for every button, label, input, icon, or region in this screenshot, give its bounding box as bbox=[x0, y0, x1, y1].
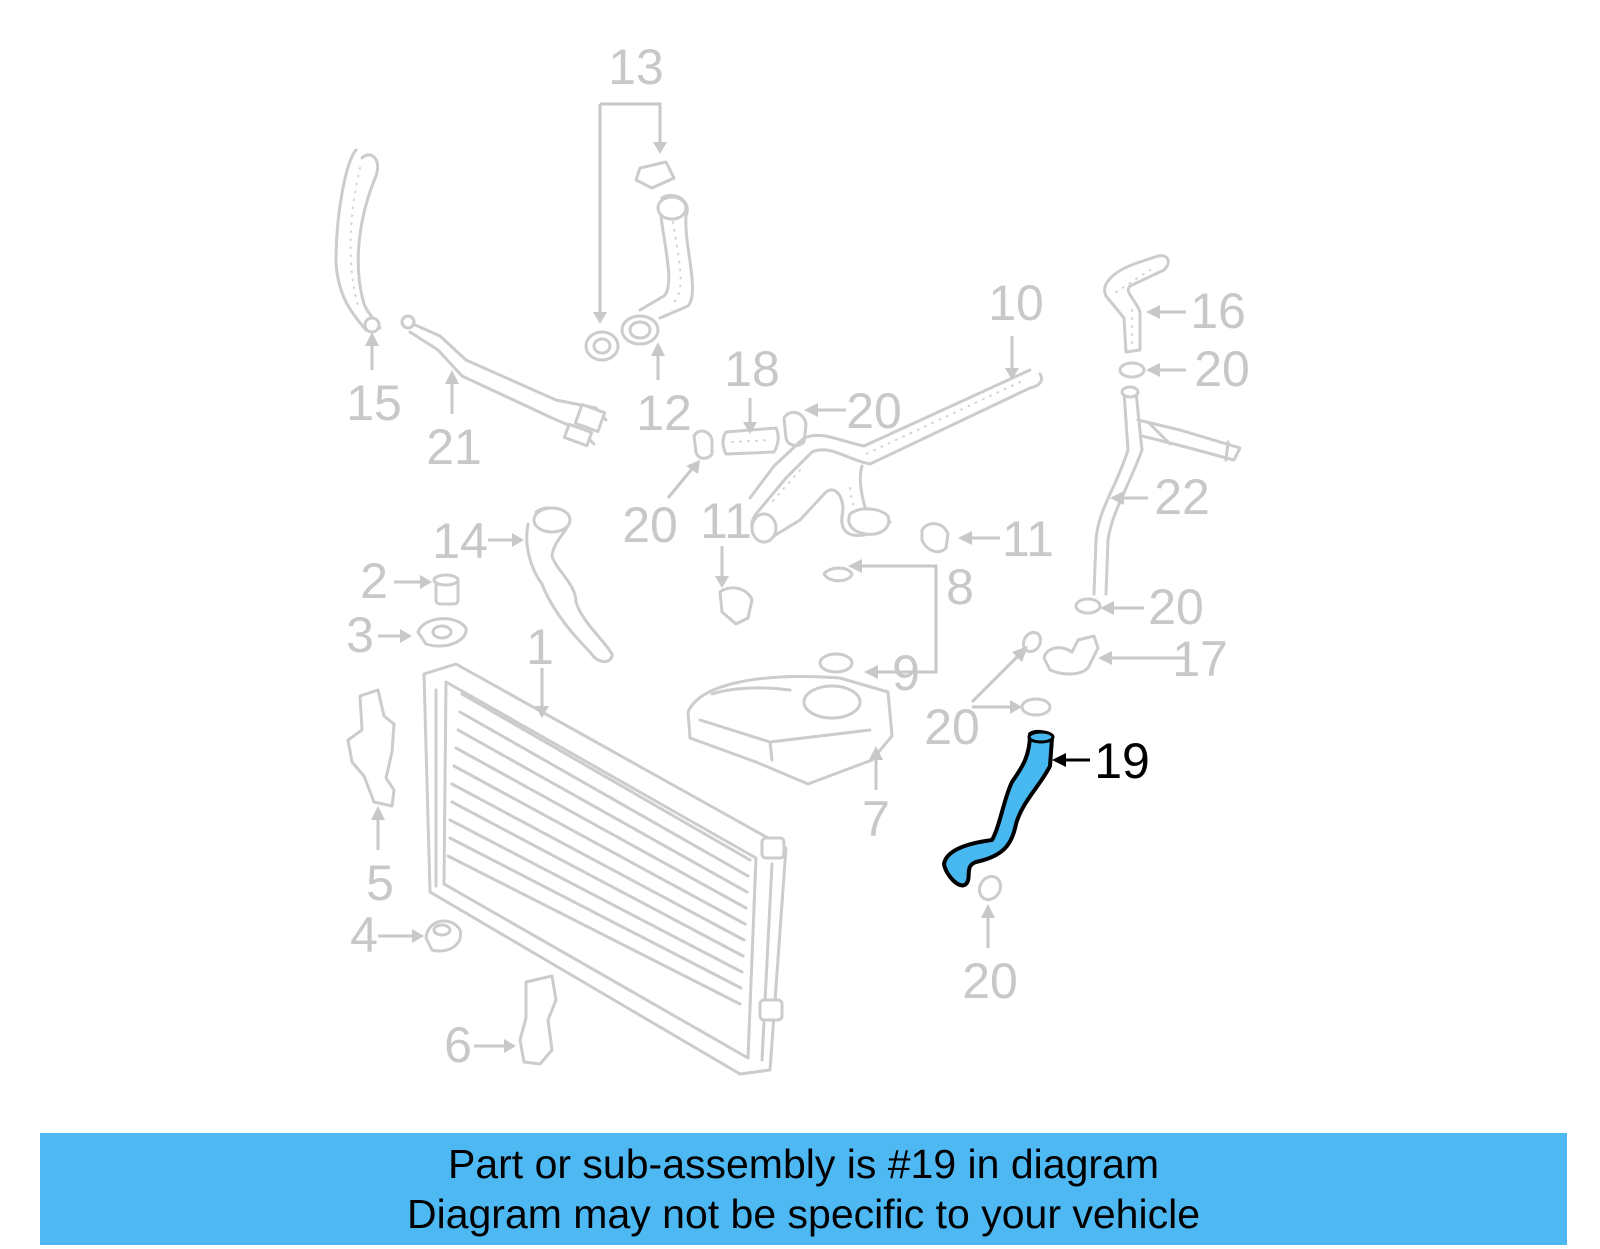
callout-1: 1 bbox=[526, 619, 554, 675]
callout-10: 10 bbox=[988, 275, 1044, 331]
part-15-hose bbox=[334, 148, 382, 334]
part-18-hose bbox=[721, 426, 780, 456]
part-21-pipe bbox=[400, 314, 608, 448]
part-10-hose bbox=[748, 368, 1044, 544]
part-19-hose-highlighted[interactable] bbox=[942, 729, 1054, 888]
banner-line-disclaimer: Diagram may not be specific to your vehi… bbox=[406, 1191, 1200, 1237]
callout-21: 21 bbox=[426, 419, 482, 475]
leader-lines bbox=[365, 102, 1186, 1053]
callout-13: 13 bbox=[608, 39, 664, 95]
part-6-bracket bbox=[518, 974, 558, 1066]
callout-12: 12 bbox=[636, 385, 692, 441]
callout-17: 17 bbox=[1172, 631, 1228, 687]
callout-18: 18 bbox=[724, 341, 780, 397]
part-1-radiator bbox=[422, 662, 788, 1076]
part-20-clamp bbox=[692, 429, 714, 460]
callout-20-c: 20 bbox=[1194, 341, 1250, 397]
callout-9: 9 bbox=[892, 645, 920, 701]
parts-diagram: 1 2 3 4 5 6 7 8 9 10 11 11 12 13 14 15 1… bbox=[334, 39, 1250, 1076]
part-20-clamp bbox=[1118, 361, 1146, 379]
part-5-bracket bbox=[346, 688, 396, 808]
part-20-clamp bbox=[977, 874, 1003, 902]
part-16-hose bbox=[1103, 254, 1170, 354]
callout-15: 15 bbox=[346, 375, 402, 431]
callout-labels: 1 2 3 4 5 6 7 8 9 10 11 11 12 13 14 15 1… bbox=[346, 39, 1250, 1073]
callout-14: 14 bbox=[432, 513, 488, 569]
callout-5: 5 bbox=[366, 855, 394, 911]
callout-16: 16 bbox=[1190, 283, 1246, 339]
part-2-cap bbox=[432, 573, 460, 606]
part-7-reservoir bbox=[686, 675, 894, 786]
part-20-clamp bbox=[1074, 597, 1102, 615]
callout-22: 22 bbox=[1154, 469, 1210, 525]
part-9-cap bbox=[818, 652, 854, 674]
callout-20-b: 20 bbox=[622, 497, 678, 553]
part-8-seal bbox=[822, 566, 854, 583]
part-20-clamp bbox=[1020, 697, 1052, 717]
part-11-clamp bbox=[920, 522, 950, 554]
callout-6: 6 bbox=[444, 1017, 472, 1073]
callout-2: 2 bbox=[360, 553, 388, 609]
callout-19: 19 bbox=[1094, 733, 1150, 789]
part-4-mount bbox=[424, 919, 463, 953]
callout-20-a: 20 bbox=[846, 383, 902, 439]
callout-3: 3 bbox=[346, 607, 374, 663]
part-17-fitting bbox=[1042, 634, 1100, 676]
part-19-end bbox=[1027, 730, 1055, 744]
callout-20-d: 20 bbox=[1148, 579, 1204, 635]
part-11-clamp bbox=[718, 586, 754, 626]
banner-line-part: Part or sub-assembly is #19 in diagram bbox=[448, 1141, 1159, 1187]
part-3-cap bbox=[416, 617, 468, 648]
part-14-hose bbox=[525, 506, 614, 663]
callout-20-e: 20 bbox=[924, 699, 980, 755]
callout-11-right: 11 bbox=[1002, 511, 1054, 567]
part-20-clamp bbox=[782, 410, 808, 447]
part-12-hose bbox=[584, 160, 694, 362]
info-banner: Part or sub-assembly is #19 in diagram D… bbox=[40, 1133, 1567, 1245]
callout-11-left: 11 bbox=[700, 493, 752, 549]
callout-7: 7 bbox=[862, 791, 890, 847]
part-20-clamp bbox=[1021, 630, 1043, 654]
callout-4: 4 bbox=[350, 907, 378, 963]
callout-20-f: 20 bbox=[962, 953, 1018, 1009]
callout-8: 8 bbox=[946, 559, 974, 615]
